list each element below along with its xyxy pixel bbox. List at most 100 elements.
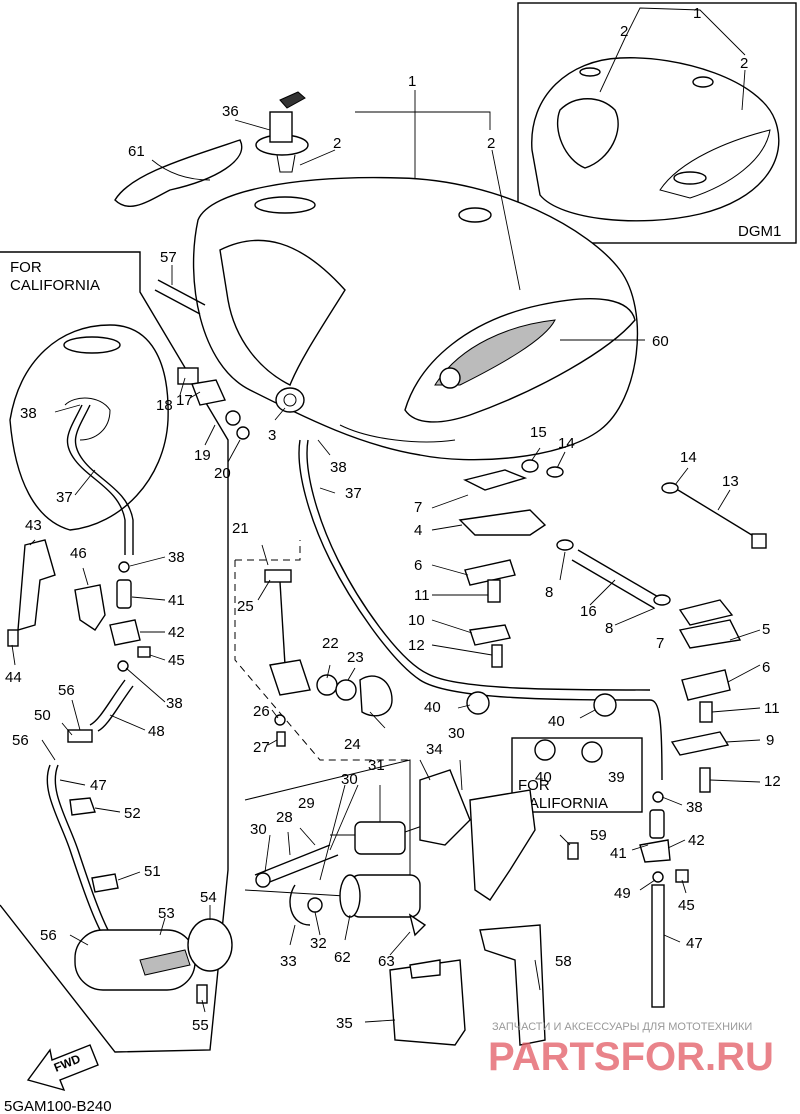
callout-2-inset-a: 2 (620, 23, 628, 40)
damper-18 (177, 367, 199, 385)
callout-2-left: 2 (333, 135, 341, 152)
fuel-pump-end (339, 874, 361, 918)
callout-46: 46 (70, 545, 87, 562)
bracket-43 (17, 539, 56, 631)
bracket-5 (678, 619, 742, 649)
callout-3: 3 (268, 427, 276, 444)
callout-54: 54 (200, 889, 217, 906)
leader-56-a (71, 699, 81, 731)
damper-6-b (681, 669, 731, 701)
callout-56-a: 56 (58, 682, 75, 699)
inset-cap-recess (579, 67, 601, 77)
fuel-cock-assembly (234, 540, 410, 761)
callout-35: 35 (336, 1015, 353, 1032)
hose-47-left-b (54, 764, 109, 931)
callout-1-inset: 1 (693, 5, 701, 22)
leader-20 (227, 439, 241, 463)
leader-48 (109, 714, 146, 731)
leader-4 (431, 524, 463, 531)
callout-34: 34 (426, 741, 443, 758)
hose-48-bottom (97, 685, 134, 732)
washer-14-b (661, 482, 679, 494)
leader-38-right (661, 796, 683, 806)
damper-6 (464, 559, 516, 586)
leader-53 (159, 917, 166, 936)
clamp-40-b (593, 693, 617, 717)
watermark-line2: PARTSFOR.RU (488, 1035, 774, 1079)
hose-28-bottom (261, 854, 339, 886)
bracket-54 (187, 918, 233, 972)
clamp-30-a (255, 872, 271, 888)
leader-38-b (125, 667, 166, 703)
leader-32 (314, 911, 321, 936)
fuel-cock-body (269, 659, 311, 696)
tank-emblem-60 (434, 319, 556, 386)
oring-23 (335, 679, 357, 701)
inset-side-stripe (659, 129, 771, 199)
hose-47-left (46, 764, 101, 931)
fuel-tank-main (192, 176, 639, 461)
california-tank-cap-recess (63, 336, 121, 354)
leader-6-right (727, 664, 761, 683)
hose-37-left (66, 404, 126, 555)
clamp-42 (109, 619, 141, 646)
leader-56-c (69, 934, 89, 946)
callout-30-mid: 30 (341, 771, 358, 788)
leader-49 (639, 879, 656, 891)
leader-6 (431, 564, 469, 576)
mount-hardware (458, 459, 767, 793)
leader-51 (117, 871, 141, 881)
callout-26: 26 (253, 703, 270, 720)
leader-7 (431, 494, 469, 509)
callout-48: 48 (148, 723, 165, 740)
inset-frame (517, 2, 797, 244)
leader-2-right (491, 149, 521, 291)
assembly-21-outline-top (235, 540, 301, 561)
cover-35-tab (409, 959, 441, 979)
leader-19 (204, 424, 216, 446)
inset-leader-1 (624, 7, 746, 56)
clamp-52 (69, 797, 96, 816)
callout-38-b: 38 (166, 695, 183, 712)
inset-leader-2b (741, 69, 746, 111)
callout-4: 4 (414, 522, 422, 539)
callout-25: 25 (237, 598, 254, 615)
leader-63 (389, 931, 411, 956)
california-label-line1: FOR (10, 259, 42, 276)
clamp-32 (307, 897, 323, 913)
fuel-cap-36 (255, 91, 309, 173)
callout-47-right: 47 (686, 935, 703, 952)
screw-27 (276, 731, 286, 747)
california-tank-outline (9, 324, 169, 531)
fuel-cock-gasket-3-hole (283, 393, 297, 407)
leader-30-left (264, 834, 271, 873)
tank-emblem-logo (439, 367, 461, 389)
leader-61 (151, 159, 211, 181)
callout-38-right: 38 (686, 799, 703, 816)
callout-42-right: 42 (688, 832, 705, 849)
callout-62: 62 (334, 949, 351, 966)
california-box-left: FOR CALIFORNIA (0, 251, 229, 1053)
callout-2-right: 2 (487, 135, 495, 152)
leader-26 (271, 709, 279, 719)
california-right-frame (511, 737, 643, 813)
callout-30-right: 30 (448, 725, 465, 742)
callout-21: 21 (232, 520, 249, 537)
leader-9 (725, 739, 761, 743)
callout-57: 57 (160, 249, 177, 266)
callout-7: 7 (414, 499, 422, 516)
damper-7-top (462, 469, 528, 491)
leader-12 (431, 644, 493, 656)
hose-48-top (89, 679, 126, 726)
leader-1-bar (355, 111, 491, 130)
assembly-21-outline (234, 560, 410, 761)
callout-38-top: 38 (330, 459, 347, 476)
callout-24: 24 (344, 736, 361, 753)
canister-strap (139, 949, 191, 976)
leader-58 (534, 959, 541, 991)
callout-18: 18 (156, 397, 173, 414)
hose-57-top (157, 279, 206, 306)
tank-lower-stripe (339, 424, 456, 443)
tank-filler-neck (254, 196, 316, 214)
callout-27: 27 (253, 739, 270, 756)
